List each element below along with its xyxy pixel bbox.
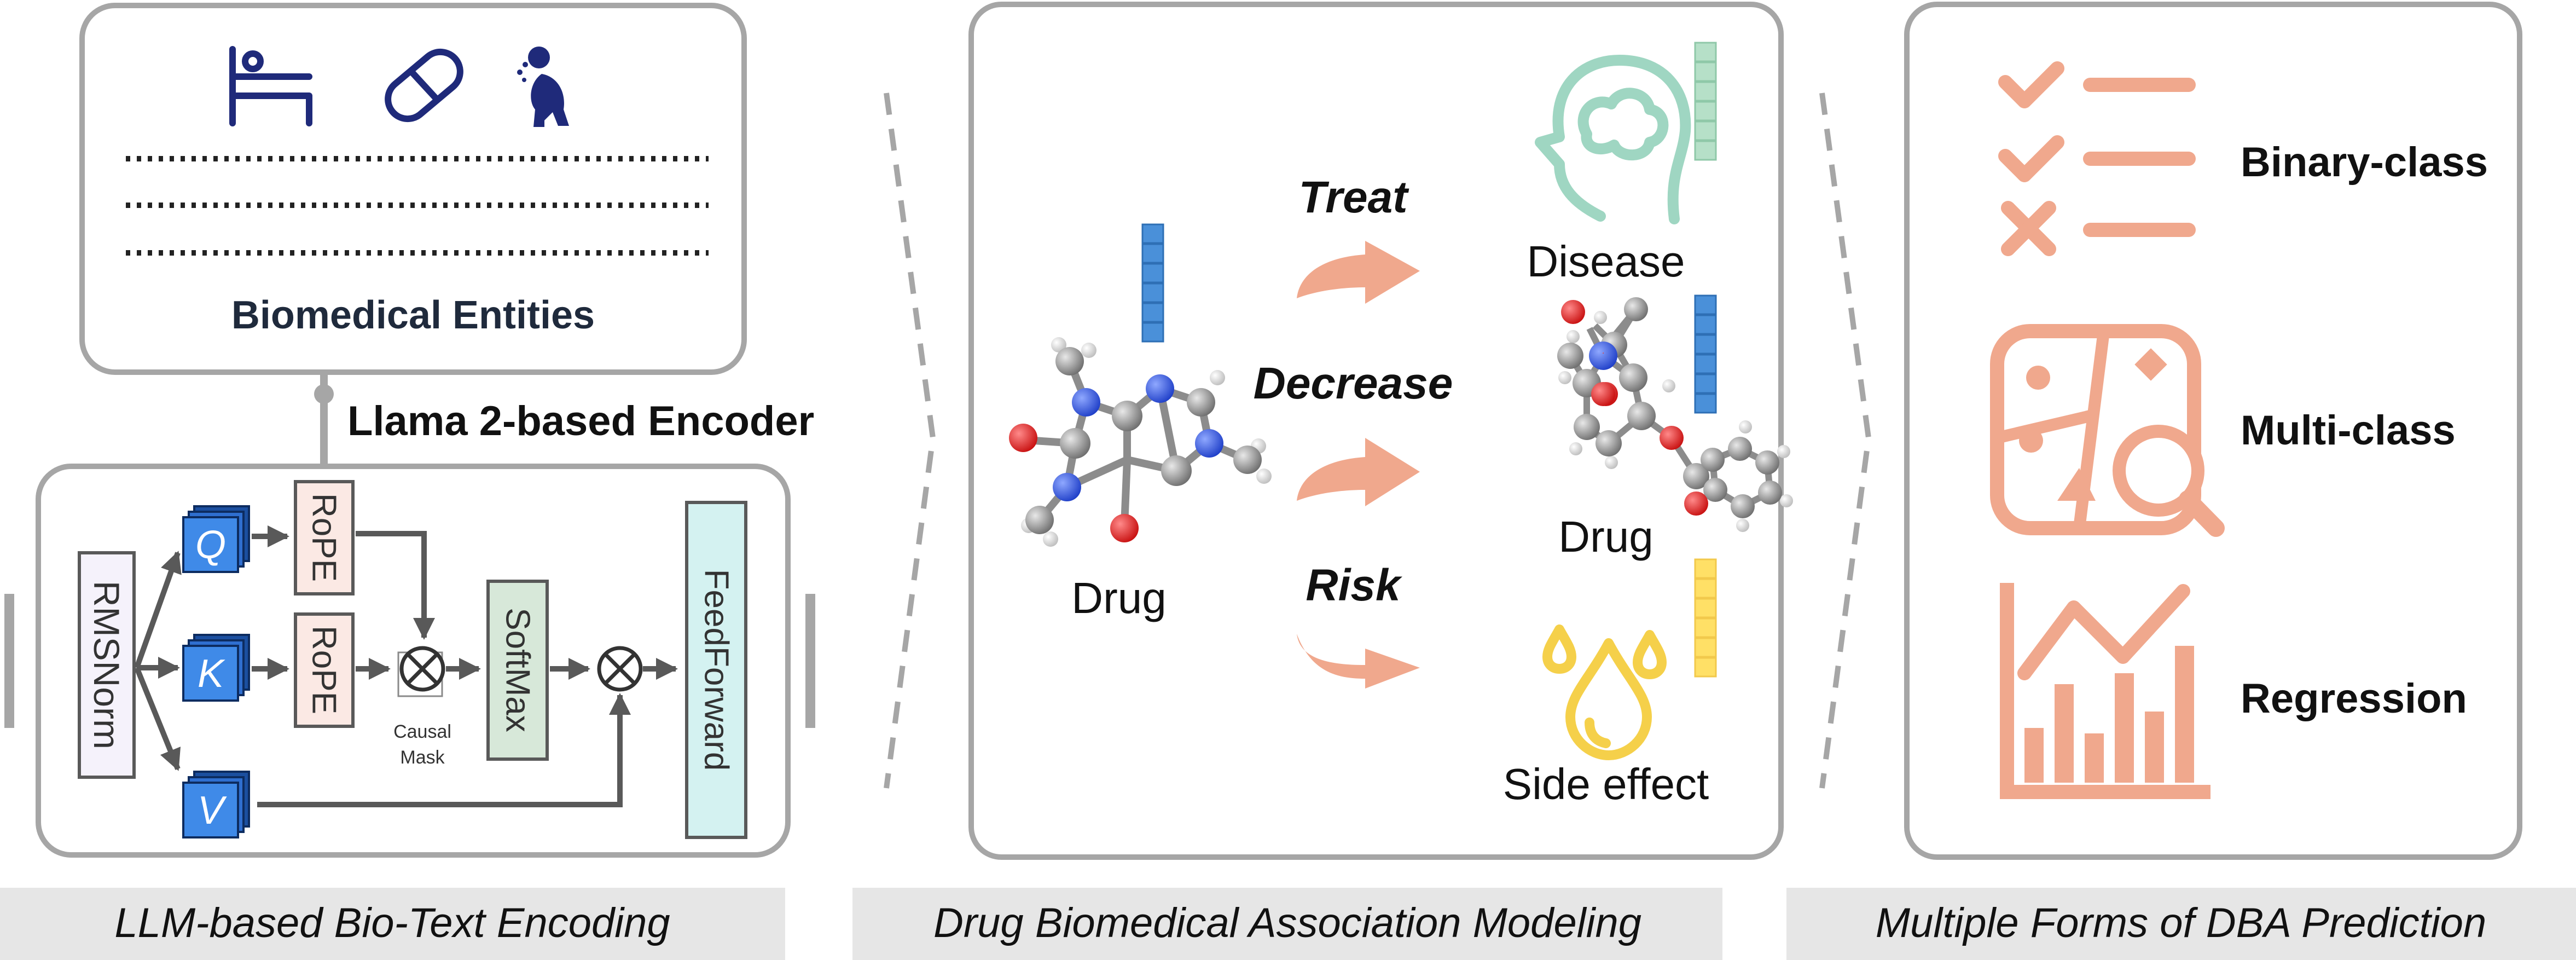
rope-label-q: RoPE bbox=[305, 493, 343, 582]
qk-rope-arrows bbox=[252, 525, 289, 680]
connector-dot bbox=[314, 384, 334, 404]
prediction-box bbox=[1904, 2, 2522, 860]
side-effect-drops-icon bbox=[1542, 624, 1667, 760]
masked-matmul bbox=[397, 646, 445, 697]
rmsnorm-arrows bbox=[134, 551, 182, 771]
v-label: V bbox=[198, 789, 227, 832]
v-multiply-arrow bbox=[257, 693, 631, 807]
encoder-left-bar bbox=[4, 594, 14, 728]
disease-label: Disease bbox=[1527, 237, 1685, 286]
treat-label: Treat bbox=[1298, 172, 1409, 222]
drug-embedding-right bbox=[1694, 294, 1717, 414]
caffeine-molecule bbox=[1009, 337, 1272, 547]
side-effect-embedding bbox=[1694, 558, 1717, 678]
q-label: Q bbox=[195, 523, 226, 567]
multi-class-label: Multi-class bbox=[2241, 407, 2456, 454]
checklist-icon bbox=[1998, 61, 2196, 256]
patient-icon bbox=[517, 47, 569, 127]
value-multiply bbox=[597, 646, 643, 692]
right-panel: Binary-class Multi-class Regression bbox=[1786, 2, 2576, 960]
regression-chart-icon bbox=[2000, 583, 2211, 799]
encoder-title: Llama 2-based Encoder bbox=[347, 398, 814, 444]
relation-arrows bbox=[1297, 241, 1420, 689]
rope-label-k: RoPE bbox=[305, 626, 343, 714]
drug-molecule-right bbox=[1557, 297, 1793, 532]
right-caption-bar bbox=[1786, 888, 2576, 960]
disease-embedding bbox=[1694, 42, 1717, 161]
risk-arrow bbox=[1297, 634, 1420, 689]
separator-chevron-1 bbox=[884, 92, 936, 789]
decrease-arrow bbox=[1297, 438, 1420, 506]
v-stack: V bbox=[182, 771, 250, 838]
rope-block-q bbox=[294, 480, 355, 595]
decrease-label: Decrease bbox=[1254, 358, 1453, 408]
causal-mask-label-1: Causal bbox=[393, 721, 451, 742]
treat-arrow bbox=[1297, 241, 1420, 304]
left-panel: Biomedical Entities Llama 2-based Encode… bbox=[0, 3, 815, 960]
side-effect-label: Side effect bbox=[1503, 760, 1709, 808]
risk-label: Risk bbox=[1306, 560, 1403, 610]
causal-mask-label-2: Mask bbox=[400, 747, 445, 768]
q-stack: Q bbox=[182, 505, 250, 573]
right-caption: Multiple Forms of DBA Prediction bbox=[1876, 900, 2486, 946]
multi-class-icon bbox=[1990, 324, 2225, 537]
middle-caption: Drug Biomedical Association Modeling bbox=[933, 900, 1641, 946]
bed-icon bbox=[229, 46, 312, 126]
association-box bbox=[968, 2, 1784, 860]
separator-chevron-2 bbox=[1819, 92, 1872, 789]
drug-label-left: Drug bbox=[1071, 574, 1166, 622]
regression-trend-line bbox=[2017, 584, 2190, 680]
feedforward-block bbox=[685, 501, 747, 839]
softmax-block bbox=[486, 580, 549, 761]
entity-text-placeholder-lines bbox=[126, 156, 709, 256]
rope-block-k bbox=[294, 612, 355, 728]
binary-class-label: Binary-class bbox=[2241, 139, 2488, 186]
drug-embedding-left bbox=[1141, 223, 1164, 343]
middle-caption-bar bbox=[852, 888, 1722, 960]
pill-icon bbox=[385, 48, 463, 123]
rmsnorm-block bbox=[78, 551, 136, 779]
left-caption: LLM-based Bio-Text Encoding bbox=[114, 900, 670, 946]
entities-title: Biomedical Entities bbox=[231, 293, 595, 337]
drug-label-right: Drug bbox=[1558, 512, 1653, 561]
k-stack: K bbox=[182, 634, 250, 702]
rope-matmul-arrows bbox=[356, 531, 435, 680]
left-caption-bar bbox=[0, 888, 785, 960]
disease-head-icon bbox=[1535, 55, 1691, 224]
middle-panel: Drug Treat Decrease Risk Disease bbox=[852, 2, 1793, 960]
feedforward-label: FeedForward bbox=[698, 569, 735, 771]
softmax-label: SoftMax bbox=[499, 608, 537, 732]
regression-label: Regression bbox=[2241, 675, 2467, 722]
k-label: K bbox=[198, 652, 225, 696]
rmsnorm-label: RMSNorm bbox=[86, 581, 127, 749]
encoder-right-bar bbox=[805, 594, 815, 728]
